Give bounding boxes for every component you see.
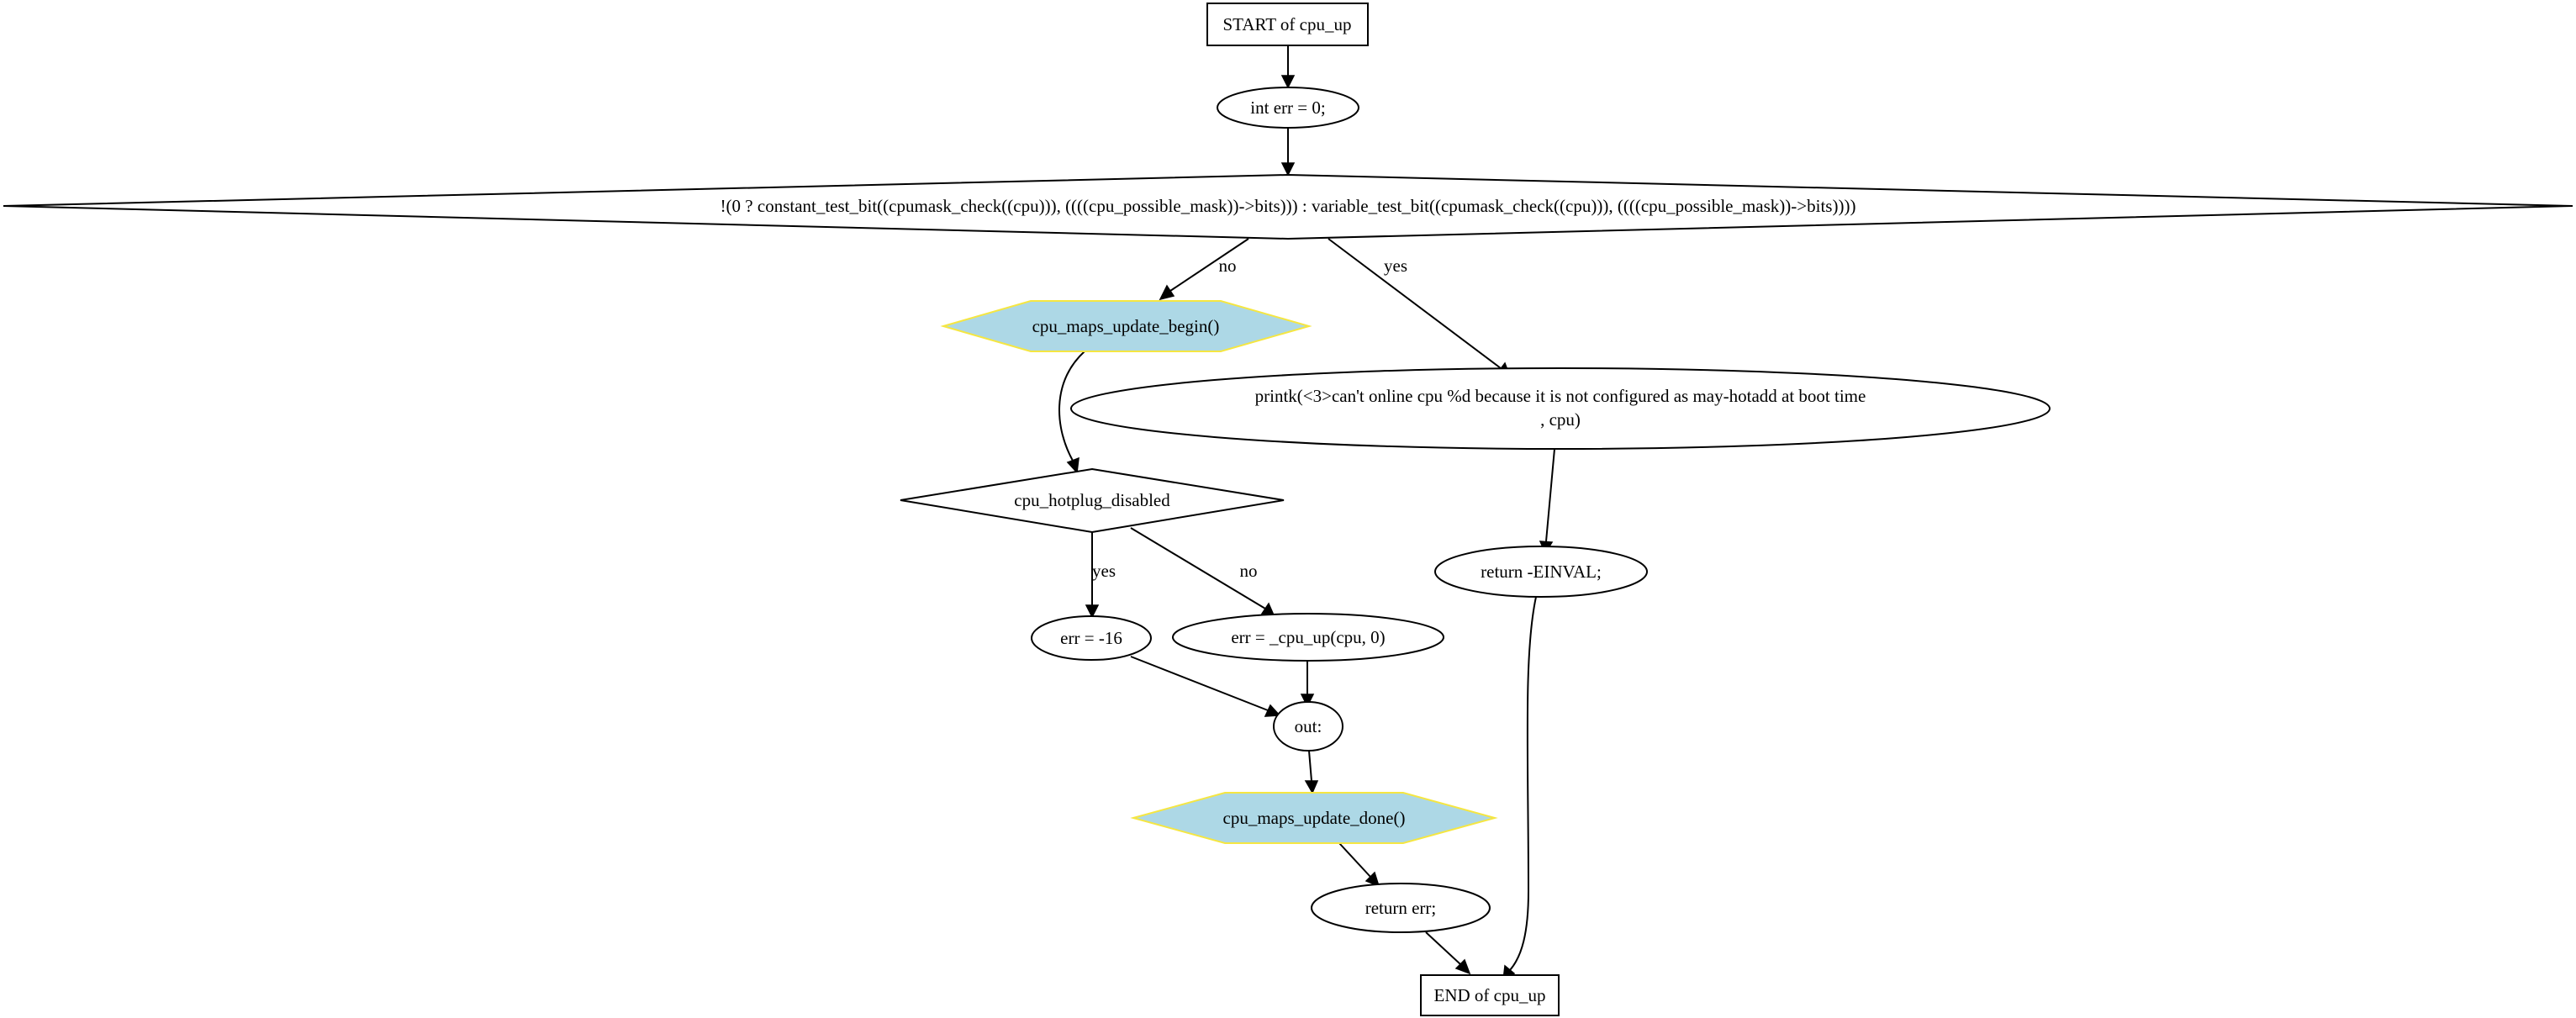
out-node-ellipse (1273, 701, 1343, 752)
maps-done-node-label: cpu_maps_update_done() (1223, 808, 1406, 828)
edge-hotplug-to-err-busy-arrow (1085, 604, 1100, 619)
end-node-label: END of cpu_up (1434, 985, 1546, 1005)
out-node-label: out: (1295, 716, 1322, 736)
printk-node-ellipse (1070, 367, 2051, 450)
edge-err-busy-to-out (1130, 656, 1269, 711)
condition-node-label: !(0 ? constant_test_bit((cpumask_check((… (721, 196, 1856, 216)
init-node-ellipse (1217, 87, 1359, 129)
hotplug-node-label: cpu_hotplug_disabled (1014, 490, 1170, 510)
return-err-node-ellipse (1311, 883, 1491, 933)
hotplug-node-diamond (900, 467, 1285, 534)
edge-label-hotplug-yes: yes (1092, 561, 1116, 581)
edge-err-cpu-up-to-out-arrow (1300, 694, 1315, 708)
edge-einval-to-end (1509, 596, 1537, 971)
maps-begin-node-hexagon (940, 300, 1312, 352)
condition-node: !(0 ? constant_test_bit((cpumask_check((… (3, 173, 2573, 240)
start-node: START of cpu_up (1206, 3, 1369, 46)
err-cpu-up-node: err = _cpu_up(cpu, 0) (1172, 613, 1444, 662)
edge-label-hotplug-no: no (1240, 561, 1258, 581)
err-busy-node: err = -16 (1031, 615, 1152, 661)
edge-maps-done-to-return-err (1338, 842, 1371, 878)
return-err-node-label: return err; (1365, 898, 1437, 918)
hotplug-node: cpu_hotplug_disabled (900, 467, 1285, 534)
maps-begin-node: cpu_maps_update_begin() (940, 300, 1312, 352)
edge-out-to-maps-done (1308, 750, 1312, 782)
edge-init-to-cond-arrow (1280, 162, 1296, 177)
end-node-box (1420, 974, 1560, 1016)
init-node-label: int err = 0; (1250, 98, 1325, 118)
printk-node-label-line2: , cpu) (1540, 409, 1581, 430)
einval-node-ellipse (1434, 546, 1648, 598)
err-busy-node-label: err = -16 (1060, 628, 1122, 648)
maps-done-node-hexagon (1130, 792, 1498, 844)
err-cpu-up-node-label: err = _cpu_up(cpu, 0) (1231, 627, 1385, 647)
edge-maps-begin-to-hotplug (1058, 351, 1085, 462)
edge-err-busy-to-out-arrow (1264, 704, 1281, 717)
edge-maps-done-to-return-err-arrow (1365, 871, 1380, 888)
edge-labels: no yes yes no (1092, 256, 1407, 581)
err-busy-node-ellipse (1031, 615, 1152, 661)
out-node: out: (1273, 701, 1343, 752)
printk-node: printk(<3>can't online cpu %d because it… (1070, 367, 2051, 450)
condition-node-diamond (3, 173, 2573, 240)
edge-label-cond-yes: yes (1384, 256, 1407, 276)
edge-out-to-maps-done-arrow (1304, 780, 1319, 794)
edge-cond-to-maps-begin-arrow (1159, 284, 1175, 301)
edge-start-to-init-arrow (1280, 75, 1296, 89)
edge-return-err-to-end (1425, 931, 1461, 965)
start-node-box (1206, 3, 1369, 46)
edge-cond-to-printk (1328, 238, 1502, 369)
edge-cond-to-maps-begin (1169, 238, 1249, 292)
maps-done-node: cpu_maps_update_done() (1130, 792, 1498, 844)
start-node-label: START of cpu_up (1223, 14, 1352, 34)
return-err-node: return err; (1311, 883, 1491, 933)
edge-maps-begin-to-hotplug-arrow (1066, 456, 1079, 474)
einval-node-label: return -EINVAL; (1481, 562, 1602, 582)
einval-node: return -EINVAL; (1434, 546, 1648, 598)
init-node: int err = 0; (1217, 87, 1359, 129)
edge-label-cond-no: no (1219, 256, 1237, 276)
edge-hotplug-to-err-cpu-up (1130, 527, 1266, 609)
edge-return-err-to-end-arrow (1454, 958, 1471, 975)
printk-node-label-line1: printk(<3>can't online cpu %d because it… (1255, 386, 1866, 406)
err-cpu-up-node-ellipse (1172, 613, 1444, 662)
end-node: END of cpu_up (1420, 974, 1560, 1016)
edge-printk-to-einval (1545, 448, 1555, 542)
maps-begin-node-label: cpu_maps_update_begin() (1032, 316, 1220, 336)
nodes: START of cpu_up int err = 0; !(0 ? const… (3, 3, 2573, 1016)
